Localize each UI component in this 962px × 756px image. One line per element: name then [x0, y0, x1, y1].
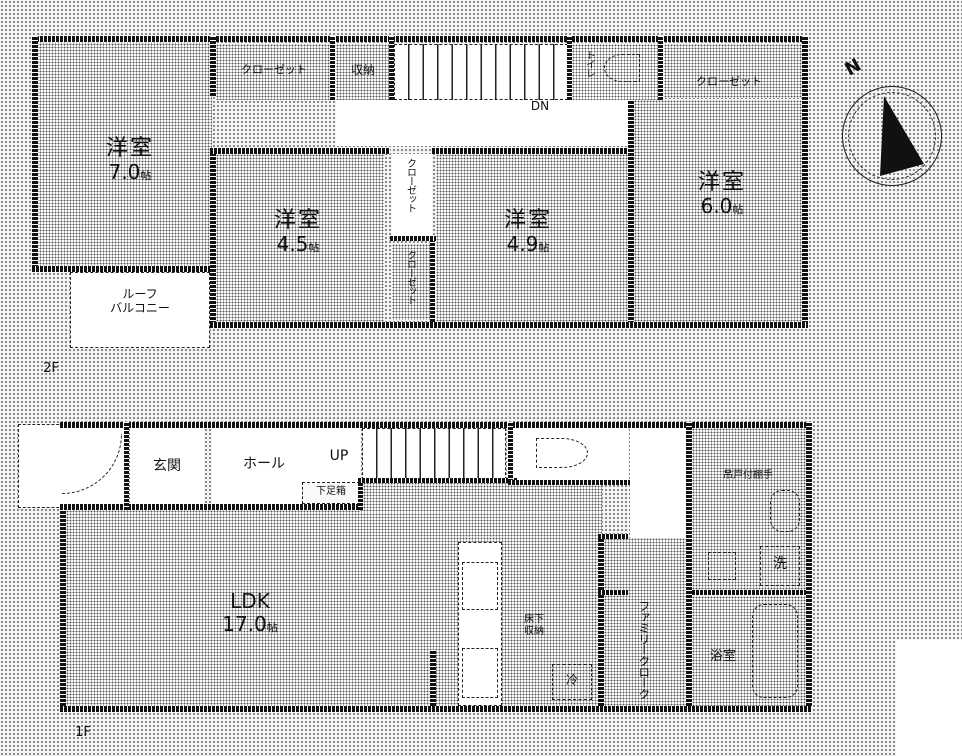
compass-arrow-icon [880, 96, 924, 176]
stairs-up-label: UP [329, 448, 349, 464]
family-closet-label: ファミリークローク [636, 600, 651, 699]
entrance-label: 玄関 [153, 458, 181, 474]
wall [432, 148, 632, 154]
kitchen-stove [462, 648, 498, 698]
wall [358, 478, 363, 510]
washbasin [770, 490, 800, 532]
wall [32, 36, 38, 272]
underfloor-storage-label: 床下 収納 [524, 614, 544, 637]
wall [598, 536, 604, 710]
storage-label: 収納 [350, 63, 375, 77]
closet-right-label: クローゼット [696, 75, 762, 88]
wall [210, 150, 216, 328]
floor-2-label: 2F [43, 361, 59, 376]
hallway-2f [336, 100, 632, 146]
wall [60, 422, 812, 428]
shoe-storage-label: 下足箱 [316, 486, 346, 497]
room-western-4-9 [436, 154, 628, 322]
blank-corner [896, 640, 962, 756]
room-western-4-9-label: 洋室 4.9帖 [503, 208, 552, 257]
closet-mid-lower [392, 244, 432, 320]
room-western-6-label: 洋室 6.0帖 [697, 170, 746, 219]
wall [32, 36, 808, 42]
toilet-2f-label: トイレ [583, 50, 595, 77]
wall [358, 478, 518, 483]
stairs-2f [394, 44, 568, 100]
roof-balcony [70, 272, 210, 348]
wall [628, 100, 634, 328]
north-label: N [841, 54, 865, 81]
toilet-2f [572, 44, 660, 100]
wall [330, 36, 335, 100]
wall [210, 36, 216, 96]
roof-balcony-label: ルーフ バルコニー [110, 287, 170, 315]
compass: N [836, 54, 946, 188]
floor-1-label: 1F [75, 725, 91, 740]
wall [686, 422, 692, 710]
wall [60, 504, 360, 510]
wall [598, 534, 628, 539]
kitchen-sink [462, 562, 498, 610]
entrance [130, 426, 204, 510]
stairs-down-label: DN [530, 99, 550, 113]
corridor-1f [630, 428, 686, 538]
wall [124, 422, 129, 510]
closet-mid-upper-label: クローゼット [404, 158, 416, 212]
compass-circle-inner [848, 92, 936, 180]
wall [32, 266, 216, 272]
refrigerator [552, 664, 592, 700]
wall [60, 504, 66, 710]
entrance-door-area [64, 426, 128, 510]
wall [598, 590, 628, 595]
room-western-7 [36, 40, 212, 268]
wall [508, 480, 630, 485]
hall-label: ホール [243, 456, 285, 472]
kitchen-counter [458, 542, 502, 706]
wall [430, 236, 435, 326]
wall [210, 322, 808, 328]
room-western-6 [634, 100, 804, 322]
toilet-fixture-1f [536, 438, 588, 468]
room-western-4-5 [216, 154, 384, 322]
room-ldk [66, 510, 602, 706]
wall [806, 422, 812, 710]
stairs-1f [362, 428, 506, 480]
hanger-pipe-label: 吊戸付棚手 [723, 470, 773, 481]
wall [802, 36, 808, 328]
closet-mid-upper [392, 154, 432, 240]
wall [658, 36, 663, 100]
room-ldk-label: LDK 17.0帖 [222, 589, 278, 636]
wall [567, 36, 572, 100]
wall [430, 650, 436, 710]
bathtub [752, 604, 798, 698]
toilet-fixture-2f [604, 54, 640, 82]
wall [210, 148, 390, 154]
washroom [692, 428, 806, 590]
wall [389, 36, 394, 100]
bathroom-label: 浴室 [709, 649, 736, 664]
room-western-4-5-label: 洋室 4.5帖 [273, 208, 322, 257]
room-western-7-label: 洋室 7.0帖 [105, 136, 154, 185]
wall [508, 422, 513, 482]
storage [336, 44, 390, 100]
closet-right [664, 44, 802, 98]
compass-circle [842, 86, 942, 186]
wall [60, 706, 812, 712]
closet-left-label: クローゼット [241, 63, 307, 76]
refrigerator-label: 冷 [565, 673, 578, 687]
room-ldk-upper [360, 482, 602, 512]
wall [692, 590, 808, 595]
family-closet [604, 538, 688, 706]
washing-machine [760, 546, 800, 586]
washroom-cabinet [708, 552, 736, 580]
porch [18, 424, 64, 508]
closet-mid-lower-label: クローゼット [404, 250, 416, 304]
washing-machine-label: 洗 [773, 556, 787, 572]
closet-left [216, 44, 330, 100]
wall [390, 236, 436, 241]
